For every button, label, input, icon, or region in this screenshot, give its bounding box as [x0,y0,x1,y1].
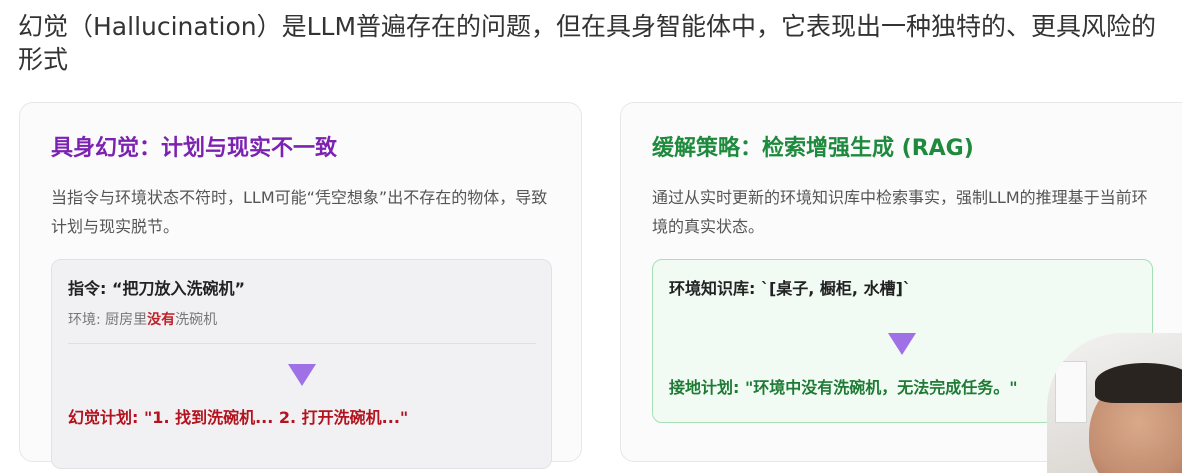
knowledge-base-text: 环境知识库: `[桌子, 橱柜, 水槽]` [669,279,911,298]
example-box: 指令: “把刀放入洗碗机” 环境: 厨房里没有洗碗机 幻觉计划: "1. 找到洗… [51,259,552,469]
presenter-hair [1095,363,1182,403]
hallucinated-plan-text: 幻觉计划: "1. 找到洗碗机... 2. 打开洗碗机..." [68,408,409,427]
divider [68,343,536,344]
slide-headline: 幻觉（Hallucination）是LLM普遍存在的问题，但在具身智能体中，它表… [18,12,1157,74]
env-prefix: 环境: 厨房里 [68,312,148,328]
card-description: 通过从实时更新的环境知识库中检索事实，强制LLM的推理基于当前环境的真实状态。 [652,188,1148,236]
card-title: 具身幻觉：计划与现实不一致 [51,136,338,161]
grounded-plan-text: 接地计划: "环境中没有洗碗机，无法完成任务。" [669,378,1018,397]
environment-text: 环境: 厨房里没有洗碗机 [68,309,217,331]
down-triangle-arrow-icon [288,364,316,386]
env-suffix: 洗碗机 [175,312,218,328]
card-title: 缓解策略：检索增强生成 (RAG) [652,136,974,161]
down-triangle-arrow-icon [888,333,916,355]
env-negation: 没有 [147,312,176,328]
card-description: 当指令与环境状态不符时，LLM可能“凭空想象”出不存在的物体，导致计划与现实脱节… [51,188,548,236]
instruction-text: 指令: “把刀放入洗碗机” [68,279,246,298]
embodied-hallucination-card: 具身幻觉：计划与现实不一致 当指令与环境状态不符时，LLM可能“凭空想象”出不存… [19,102,582,469]
background-shelf [1055,361,1087,423]
